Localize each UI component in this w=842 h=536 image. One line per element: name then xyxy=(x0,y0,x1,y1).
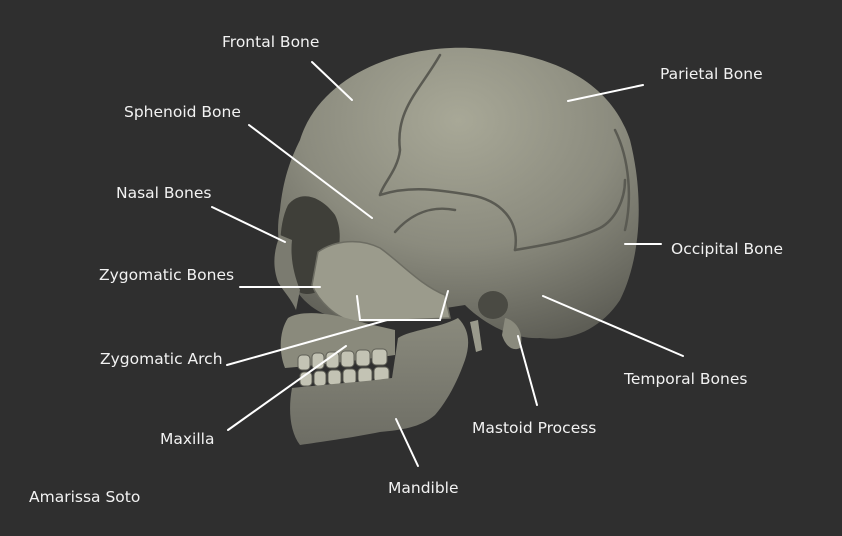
label-maxilla: Maxilla xyxy=(160,430,215,448)
leader-lines xyxy=(211,61,684,467)
leader-zygomatic-arch xyxy=(226,319,388,366)
label-occipital-bone: Occipital Bone xyxy=(671,240,783,258)
leader-maxilla xyxy=(227,345,347,431)
ear-canal xyxy=(478,291,508,319)
label-sphenoid-bone: Sphenoid Bone xyxy=(124,103,241,121)
mastoid-shape xyxy=(502,318,522,350)
label-nasal-bones: Nasal Bones xyxy=(116,184,212,202)
label-mastoid-process: Mastoid Process xyxy=(472,419,597,437)
cheekbone xyxy=(311,240,451,323)
leader-parietal xyxy=(567,84,644,102)
leader-temporal xyxy=(542,295,684,357)
leader-sphenoid xyxy=(248,124,373,219)
label-zygomatic-bones: Zygomatic Bones xyxy=(99,266,235,284)
author-credit: Amarissa Soto xyxy=(29,488,141,506)
nasal-region xyxy=(274,235,300,310)
leader-mastoid xyxy=(517,335,538,406)
label-zygomatic-arch: Zygomatic Arch xyxy=(100,350,223,368)
label-parietal-bone: Parietal Bone xyxy=(660,65,763,83)
label-frontal-bone: Frontal Bone xyxy=(222,33,320,51)
suture-lines xyxy=(378,53,631,252)
leader-zygomatic-arch-bracket xyxy=(356,290,449,321)
label-temporal-bones: Temporal Bones xyxy=(624,370,748,388)
leader-frontal xyxy=(311,61,353,101)
leader-mandible xyxy=(395,418,419,467)
leader-nasal xyxy=(211,206,286,243)
mandible-shape xyxy=(290,318,469,445)
label-mandible: Mandible xyxy=(388,479,459,497)
styloid-shape xyxy=(470,320,482,352)
